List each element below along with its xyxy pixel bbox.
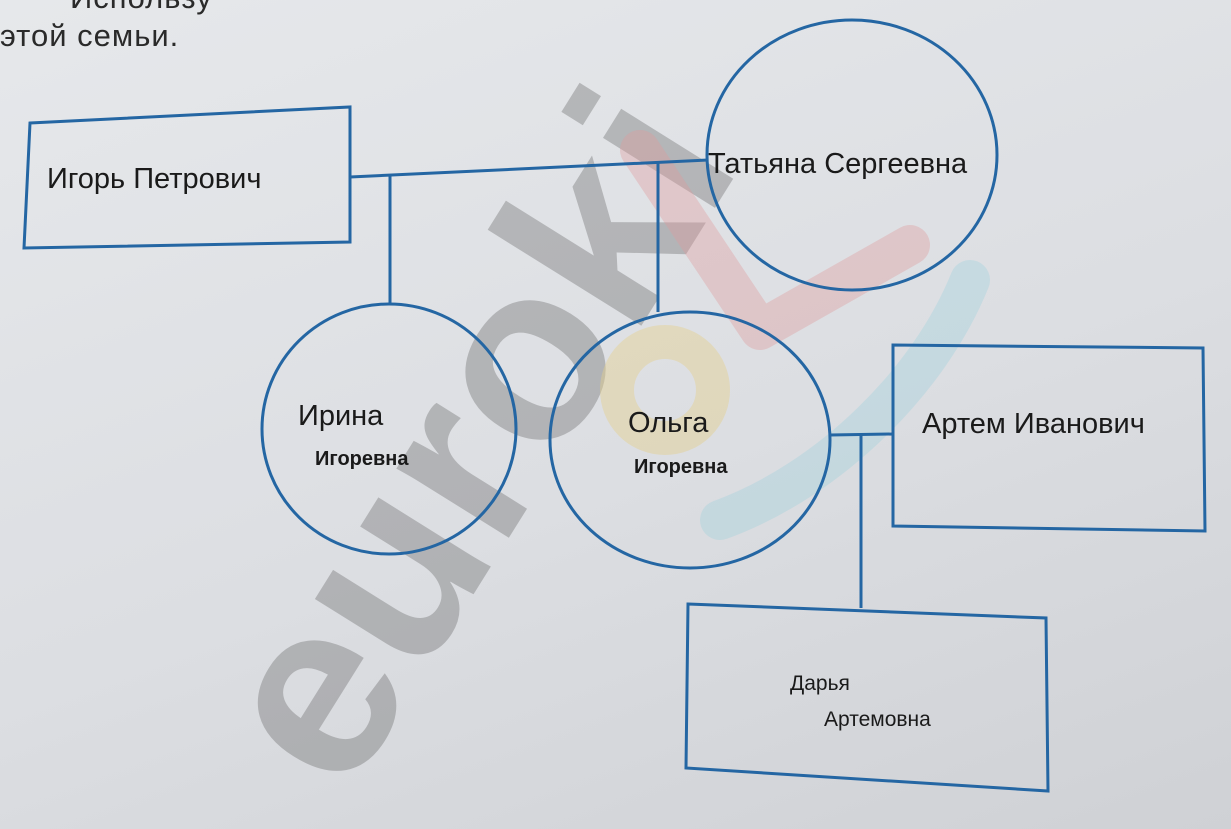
node-irina-patronymic: Игоревна: [315, 448, 409, 470]
node-irina-first: Ирина: [298, 400, 384, 432]
heading-partial-line: Использу: [70, 0, 213, 16]
node-tatyana-name: Татьяна Сергеевна: [708, 148, 968, 180]
heading-line: этой семьи.: [0, 18, 180, 53]
node-darya-box: [684, 602, 1050, 793]
node-darya-first: Дарья: [790, 672, 850, 695]
node-tatyana-circle: [705, 18, 999, 292]
diagram-shapes: [22, 18, 1207, 793]
watermark-teal-arc: [700, 260, 990, 540]
marriage-line-igor-tatyana: [349, 158, 709, 179]
node-artem-name: Артем Иванович: [922, 408, 1145, 440]
node-olga-patronymic: Игоревна: [634, 456, 728, 478]
node-darya-patronymic: Артемовна: [824, 708, 931, 731]
node-igor-name: Игорь Петрович: [47, 163, 262, 195]
marriage-line-olga-artem: [829, 432, 894, 437]
node-olga-first: Ольга: [628, 407, 709, 439]
node-olga-circle: [548, 310, 832, 570]
watermark-red-stroke: [620, 130, 930, 350]
node-artem-box: [891, 343, 1207, 533]
watermark-yellow-ring: [600, 325, 730, 455]
node-igor-box: [22, 105, 352, 250]
